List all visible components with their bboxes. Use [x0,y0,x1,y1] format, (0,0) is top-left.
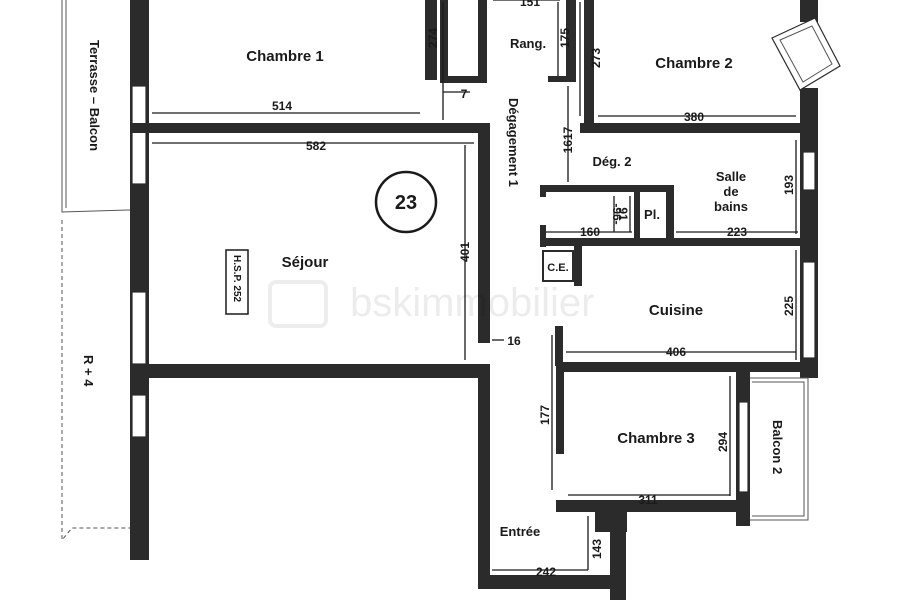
window-sejour-bottom [131,291,147,365]
label-deg2: Dég. 2 [592,154,631,169]
bay-window-inner [779,25,833,83]
wall-bath-leftside [540,225,546,247]
dimension-labels: 514 274 7 151 175 273 380 582 1617 -96- … [272,0,796,579]
wall-sejour-right [478,125,490,343]
label-degagement1: Dégagement 1 [506,98,521,187]
label-rang: Rang. [510,36,546,51]
dim-143: 143 [590,539,604,559]
hsp-box [225,249,249,315]
wall-kitchen-left [555,326,563,366]
label-hsp: H.S.P. 252 [231,255,242,303]
terrasse-rail [61,0,131,213]
window-bath [802,151,816,191]
label-r4: R + 4 [81,355,96,387]
dim-223: 223 [727,225,747,239]
watermark-logo-icon [268,280,328,328]
label-chambre3: Chambre 3 [617,430,695,447]
dim-96: -96- [610,203,624,224]
ce-box [542,250,574,282]
dim-401: 401 [458,242,472,262]
label-chambre1: Chambre 1 [246,48,324,65]
wall-entry-bottom [478,575,618,589]
wall-rang-right [566,0,576,82]
wall-closet-bottom [440,76,487,83]
wall-chambre1-right [425,0,437,80]
wall-ce-right [574,246,582,286]
window-sejour-top [131,131,147,185]
watermark: bskimmobilier [268,280,595,328]
label-sdb-3: bains [714,199,748,214]
label-entree: Entrée [500,524,540,539]
label-chambre2: Chambre 2 [655,55,733,72]
window-lower-left [131,394,147,438]
wall-sejour-bottom [130,364,490,378]
wall-chambre2-bottom [580,123,802,133]
balcon2-rail [750,377,809,521]
label-sdb-2: de [723,184,738,199]
dim-514: 514 [272,99,292,113]
wall-left-exterior [130,0,149,560]
dim-582: 582 [306,139,326,153]
wall-closet-left [440,0,448,80]
label-balcon2: Balcon 2 [770,420,785,474]
dim-274: 274 [426,28,440,48]
wall-rang-bottom [548,76,576,82]
dim-1617: 1617 [561,126,575,153]
label-sdb-1: Salle [716,169,746,184]
wall-pl-right [666,185,674,245]
walls [61,0,841,600]
dimension-lines [152,0,798,571]
wall-bath-bottom [540,238,810,246]
label-ce: C.E. [547,262,568,274]
wall-chambre1-bottom [130,123,490,133]
dim-193: 193 [782,175,796,195]
wall-pl-left [634,185,640,245]
wall-chambre3-left [556,368,564,454]
wall-bath-left [540,185,546,197]
label-sejour: Séjour [282,254,329,271]
dim-242: 242 [536,565,556,579]
lot-number: 23 [395,192,417,214]
wall-corridor-left-lower [478,365,490,585]
label-pl: Pl. [644,207,660,222]
dim-311: 311 [638,493,658,507]
wall-chambre2-left [584,0,594,132]
label-terrasse: Terrasse – Balcon [87,40,102,151]
r4-dashed-line [61,220,130,542]
dim-7: 7 [461,87,468,101]
dim-380: 380 [684,110,704,124]
dim-175: 175 [558,28,572,48]
dim-177: 177 [538,405,552,425]
wall-kitchen-bottom [556,362,818,372]
dim-225: 225 [782,296,796,316]
lot-number-circle [374,170,438,234]
dim-160: 160 [580,225,600,239]
wall-closet-right [478,0,487,80]
balcon2-rail-inner [752,381,805,517]
window-kitchen [802,261,816,359]
dim-273: 273 [589,48,603,68]
window-chambre3 [738,401,749,493]
wall-deg2-top [540,185,670,192]
dim-91: 91 [616,207,630,221]
room-labels: Chambre 1 Chambre 2 Chambre 3 Séjour Cui… [81,36,785,539]
dim-294: 294 [716,432,730,452]
watermark-text: bskimmobilier [350,281,595,325]
label-cuisine: Cuisine [649,302,703,319]
window-chambre1 [131,85,147,127]
dim-406: 406 [666,345,686,359]
wall-right-corner [800,0,818,22]
dim-16: 16 [507,334,521,348]
wall-entry-right [610,512,626,600]
dim-151: 151 [520,0,540,9]
